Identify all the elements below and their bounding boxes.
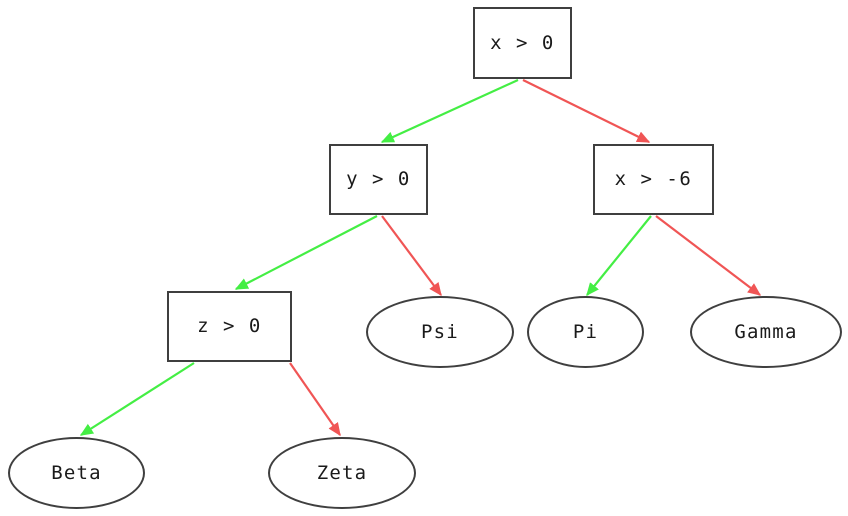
edge-true-y_gt_0-to-z_gt_0 xyxy=(234,215,378,290)
node-label: x > -6 xyxy=(614,168,693,190)
edge-true-x_gt_m6-to-pi xyxy=(586,215,652,297)
node-label: Gamma xyxy=(734,320,798,343)
edge-false-y_gt_0-to-psi xyxy=(381,215,442,297)
decision-node-root[interactable]: x > 0 xyxy=(473,7,572,79)
leaf-node-beta[interactable]: Beta xyxy=(8,437,145,509)
decision-node-y_gt_0[interactable]: y > 0 xyxy=(329,144,428,215)
node-label: Psi xyxy=(421,320,459,343)
node-label: x > 0 xyxy=(490,31,555,54)
node-label: Pi xyxy=(572,320,599,343)
decision-node-z_gt_0[interactable]: z > 0 xyxy=(167,291,292,362)
edge-false-z_gt_0-to-zeta xyxy=(289,362,341,437)
node-label: Beta xyxy=(51,461,102,484)
leaf-node-gamma[interactable]: Gamma xyxy=(690,296,842,368)
decision-node-x_gt_m6[interactable]: x > -6 xyxy=(593,144,714,215)
edge-true-root-to-y_gt_0 xyxy=(380,78,519,144)
edge-true-z_gt_0-to-beta xyxy=(79,362,195,436)
node-label: z > 0 xyxy=(197,315,262,337)
node-label: Zeta xyxy=(316,461,368,484)
edge-false-x_gt_m6-to-gamma xyxy=(655,215,762,296)
leaf-node-psi[interactable]: Psi xyxy=(366,296,514,368)
node-label: y > 0 xyxy=(346,168,411,190)
leaf-node-zeta[interactable]: Zeta xyxy=(268,437,416,509)
leaf-node-pi[interactable]: Pi xyxy=(527,296,644,368)
edge-false-root-to-x_gt_m6 xyxy=(522,79,651,143)
